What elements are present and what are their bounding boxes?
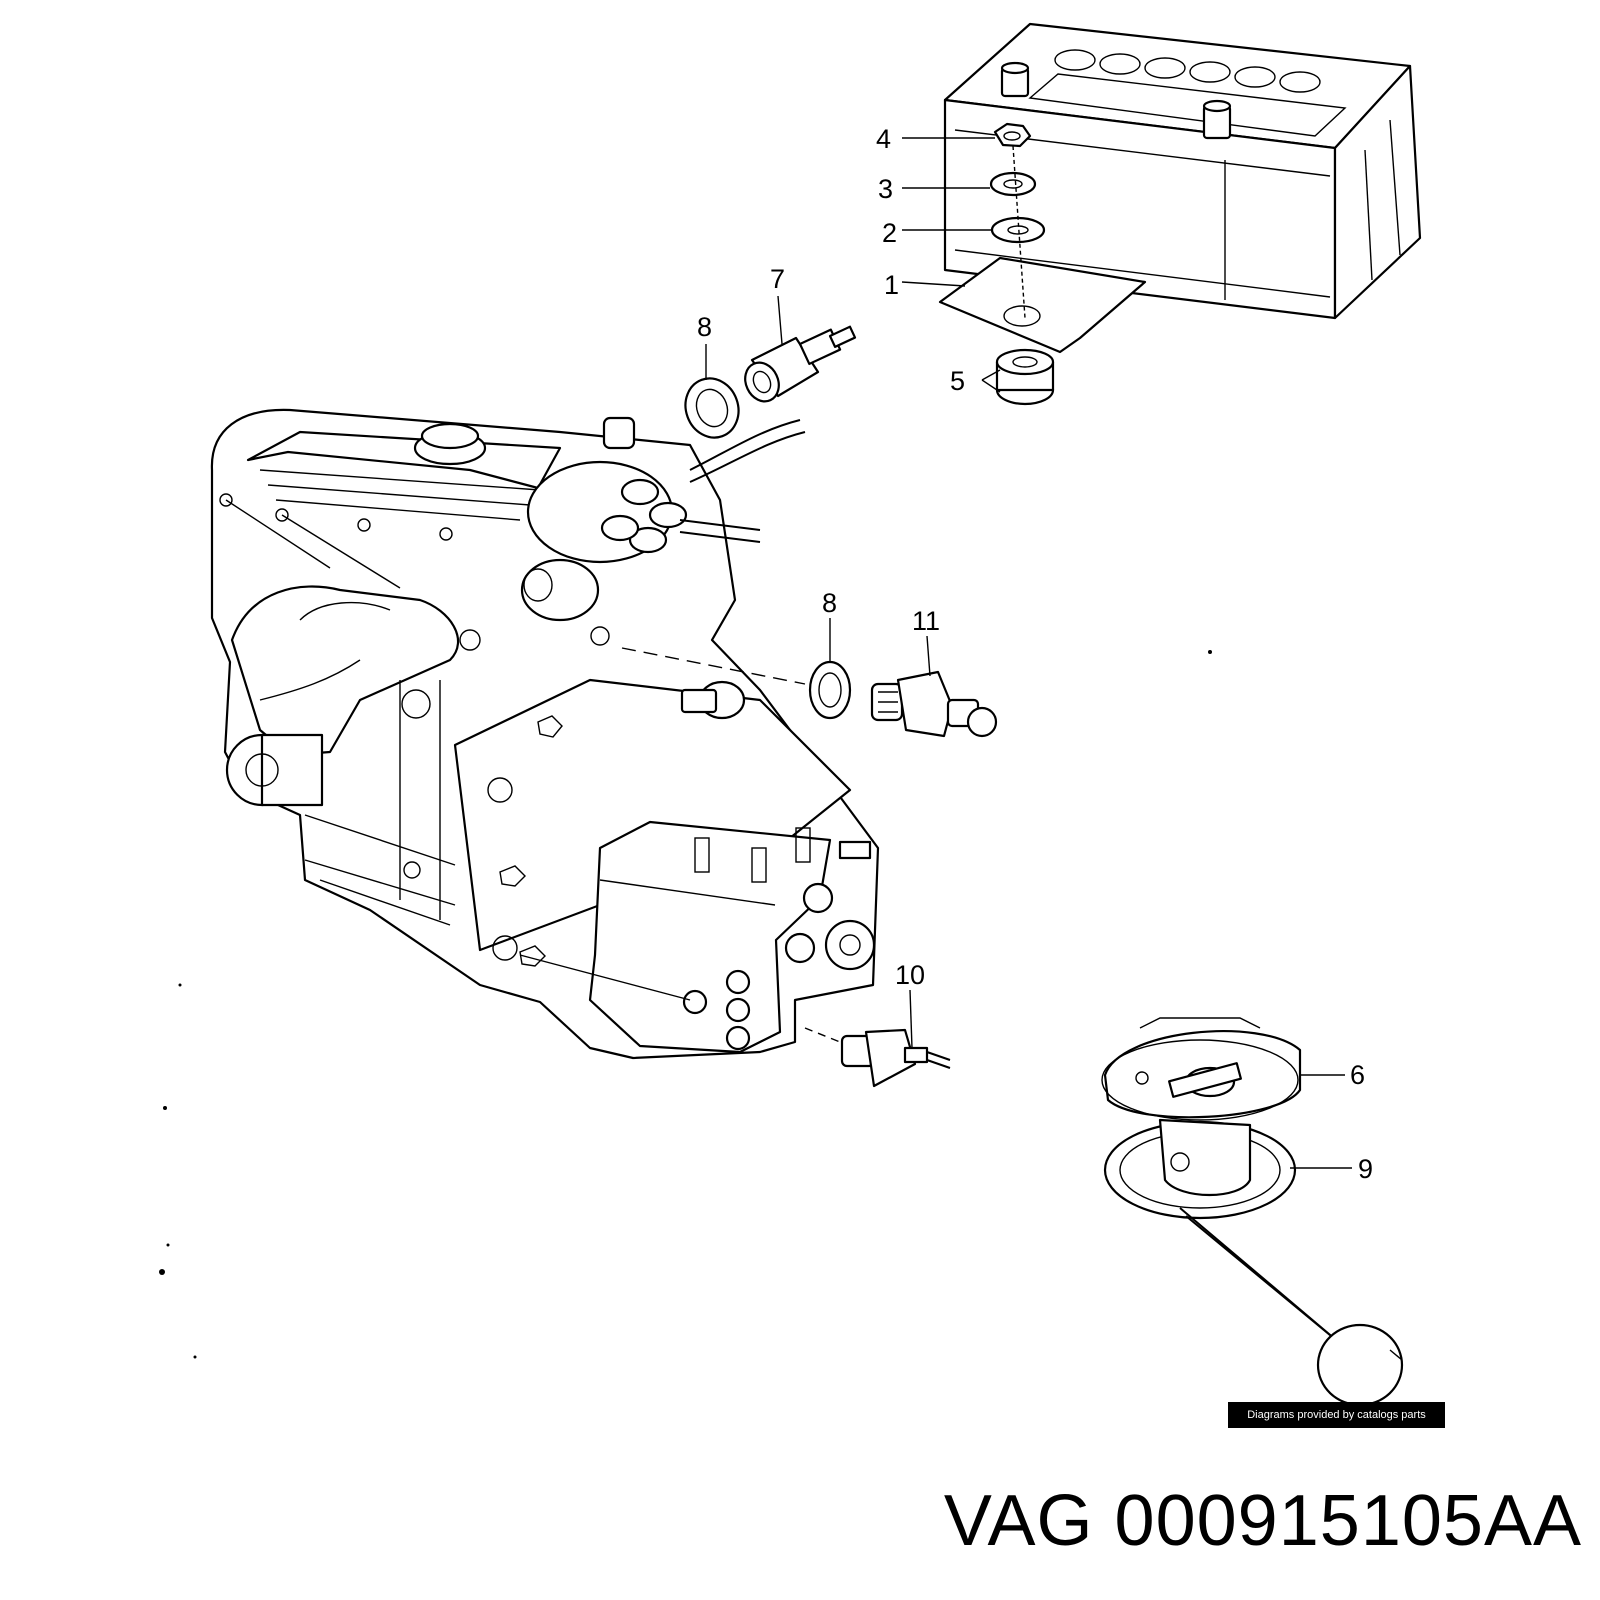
callout-1: 1: [884, 270, 899, 300]
hold-down-clamp-icon: [938, 256, 1147, 354]
sealing-ring-icon: [684, 377, 740, 439]
callout-9: 9: [1358, 1154, 1373, 1184]
callout-4: 4: [876, 124, 891, 154]
callout-6: 6: [1350, 1060, 1365, 1090]
washer-icon: [990, 216, 1046, 244]
callout-10: 10: [895, 960, 925, 990]
engine-icon: [210, 408, 880, 1060]
temperature-sensor-icon: [744, 325, 857, 403]
temperature-sensor-icon: [870, 670, 998, 738]
leader-lines: [705, 137, 1352, 1169]
nut-icon: [993, 122, 1032, 148]
gearbox-icon: [519, 820, 876, 1054]
sealing-ring-icon: [808, 660, 852, 720]
callout-8-middle: 8: [822, 588, 837, 618]
scan-specks: [159, 650, 1212, 1359]
temperature-sensor-icon: [804, 1027, 951, 1088]
fuel-level-sender-icon: [1101, 1017, 1404, 1407]
part-number-title: VAG 000915105AA: [943, 1481, 1582, 1561]
diagram-credit-badge: Diagrams provided by catalogs parts: [1228, 1402, 1445, 1428]
callout-11: 11: [912, 606, 940, 636]
callout-7: 7: [770, 264, 785, 294]
battery-icon: [943, 22, 1422, 320]
spring-washer-icon: [989, 171, 1037, 197]
callout-3: 3: [878, 174, 893, 204]
callout-5: 5: [950, 366, 965, 396]
callouts: 4 3 2 1 5 7 8 8 11 10 6 9: [697, 124, 1373, 1184]
callout-8-top: 8: [697, 312, 712, 342]
rubber-mount-icon: [995, 348, 1055, 406]
callout-2: 2: [882, 218, 897, 248]
